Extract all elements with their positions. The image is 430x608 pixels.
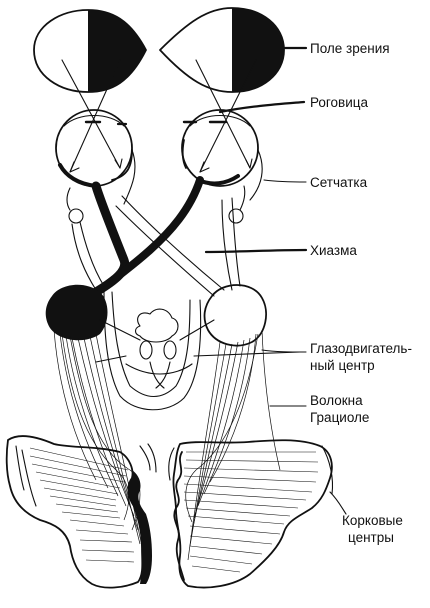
left-occipital-lobe <box>5 435 157 589</box>
left-optic-radiation <box>53 329 145 557</box>
oculomotor-center-label-line2: ный центр <box>310 358 375 373</box>
right-geniculate-body <box>203 284 267 347</box>
oculomotor-center-label-line1: Глазодвигатель- <box>310 341 412 356</box>
left-visual-field <box>33 9 147 93</box>
right-occipital-lobe <box>168 439 334 589</box>
midbrain <box>95 289 301 411</box>
retina-label: Сетчатка <box>310 175 368 190</box>
right-ganglion <box>228 208 244 224</box>
light-rays <box>61 59 257 173</box>
right-visual-field <box>159 7 285 93</box>
left-geniculate-body <box>45 284 108 341</box>
gratiolet-fibres-label-line1: Волокна <box>310 393 363 408</box>
right-optic-radiation <box>185 329 281 561</box>
optic-tracts <box>71 176 241 300</box>
chiasm-label: Хиазма <box>310 243 357 258</box>
left-eye <box>55 109 133 188</box>
cortical-centers-label-line1: Корковые <box>342 513 403 528</box>
cornea-label: Роговица <box>310 95 368 110</box>
visual-field-label: Поле зрения <box>310 41 390 56</box>
right-eye <box>181 109 259 187</box>
leader-lines <box>204 46 347 515</box>
cortical-centers-label-line2: центры <box>348 530 394 545</box>
gratiolet-fibres-label-line2: Грациоле <box>310 410 369 425</box>
left-ganglion <box>68 208 84 224</box>
